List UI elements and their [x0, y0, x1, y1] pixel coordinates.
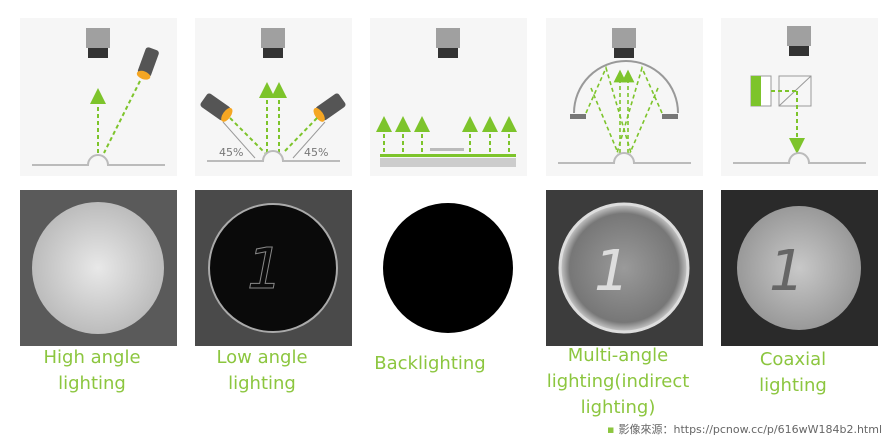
angle-left-label: 45% — [219, 146, 243, 159]
backlighting-diagram — [370, 18, 527, 176]
svg-text:1: 1 — [769, 239, 805, 304]
low-angle-coin-photo: 1 — [195, 190, 352, 346]
high-angle-coin-photo — [20, 190, 177, 346]
multi-angle-coin-photo: 1 — [546, 190, 703, 346]
high-angle-diagram — [20, 18, 177, 176]
svg-text:1: 1 — [594, 239, 630, 304]
svg-text:1: 1 — [247, 237, 283, 302]
image-source: ▪影像來源：https://pcnow.cc/p/616wW184b2.html — [607, 423, 883, 436]
coaxial-coin-photo: 1 — [721, 190, 878, 346]
multi-angle-diagram — [546, 18, 703, 176]
backlighting-coin-photo — [370, 190, 527, 346]
low-angle-diagram: 45% 45% — [195, 18, 352, 176]
angle-right-label: 45% — [304, 146, 328, 159]
caption-backlighting: Backlighting — [374, 353, 486, 374]
coaxial-diagram — [721, 18, 878, 176]
